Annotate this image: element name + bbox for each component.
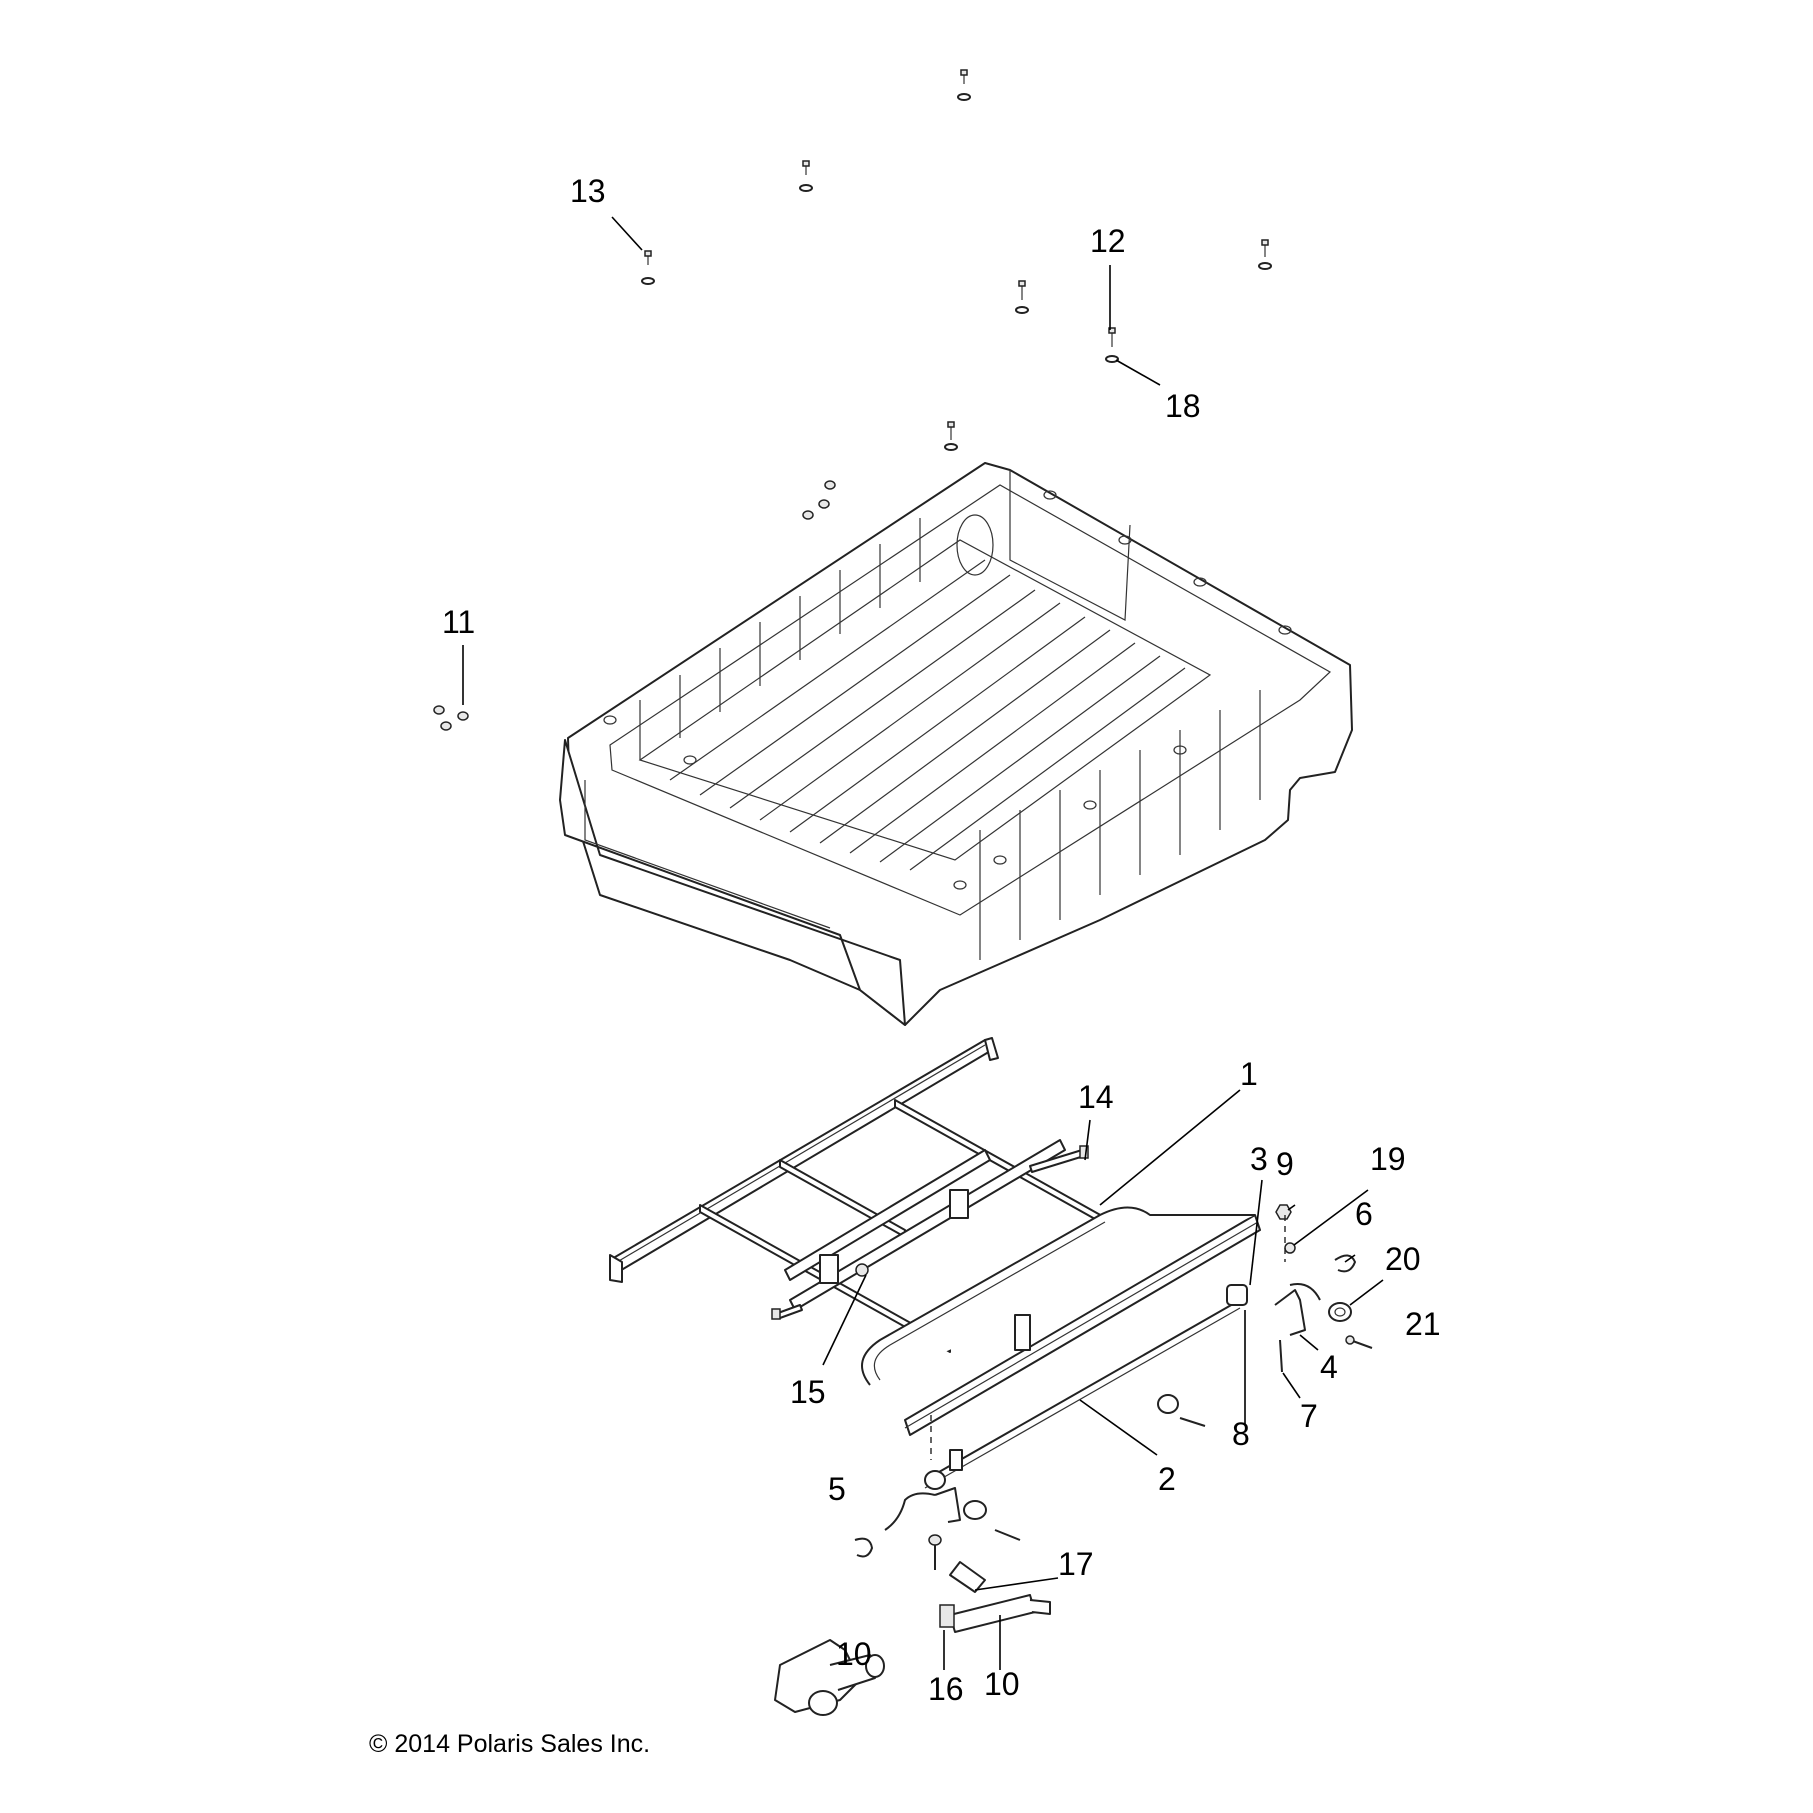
- callout-12: 12: [1090, 223, 1126, 259]
- push-rivets: [433, 480, 836, 731]
- callout-5: 5: [828, 1471, 846, 1507]
- top-fasteners: [433, 69, 1272, 731]
- callout-9: 9: [1276, 1146, 1294, 1182]
- callout-15: 15: [790, 1374, 826, 1410]
- bolt-washer: [641, 250, 655, 285]
- bolt-washer: [944, 421, 958, 451]
- callouts: 1 2 3 4 5 6 7 8 9 10 10 11 12 13 14 15 1…: [442, 173, 1441, 1707]
- callout-14: 14: [1078, 1079, 1114, 1115]
- cargo-box: [559, 462, 1353, 1026]
- callout-7: 7: [1300, 1398, 1318, 1434]
- callout-2: 2: [1158, 1461, 1176, 1497]
- callout-17: 17: [1058, 1546, 1094, 1582]
- bolt-washer: [1015, 280, 1029, 314]
- side-ribs: [979, 690, 1261, 960]
- callout-19: 19: [1370, 1141, 1406, 1177]
- wall-ribs: [639, 518, 921, 760]
- callout-18: 18: [1165, 388, 1201, 424]
- callout-21: 21: [1405, 1306, 1441, 1342]
- callout-11: 11: [442, 604, 475, 640]
- callout-1: 1: [1240, 1056, 1258, 1092]
- cargo-frame: [609, 1037, 1261, 1489]
- callout-10b: 10: [984, 1666, 1020, 1702]
- copyright-text: © 2014 Polaris Sales Inc.: [369, 1730, 651, 1758]
- callout-16: 16: [928, 1671, 964, 1707]
- callout-20: 20: [1385, 1241, 1421, 1277]
- bolt-washer: [1258, 239, 1272, 270]
- bolt-washer: [957, 69, 971, 101]
- bolt-washer: [1105, 327, 1119, 363]
- callout-3: 3: [1250, 1141, 1268, 1177]
- bolt-washer: [799, 160, 813, 192]
- rim-holes: [603, 490, 1292, 890]
- floor-ribs: [669, 559, 1186, 871]
- callout-4: 4: [1320, 1349, 1338, 1385]
- callout-10a: 10: [836, 1636, 872, 1672]
- callout-8: 8: [1232, 1416, 1250, 1452]
- callout-6: 6: [1355, 1196, 1373, 1232]
- callout-13: 13: [570, 173, 606, 209]
- leader-lines: [462, 216, 1384, 1670]
